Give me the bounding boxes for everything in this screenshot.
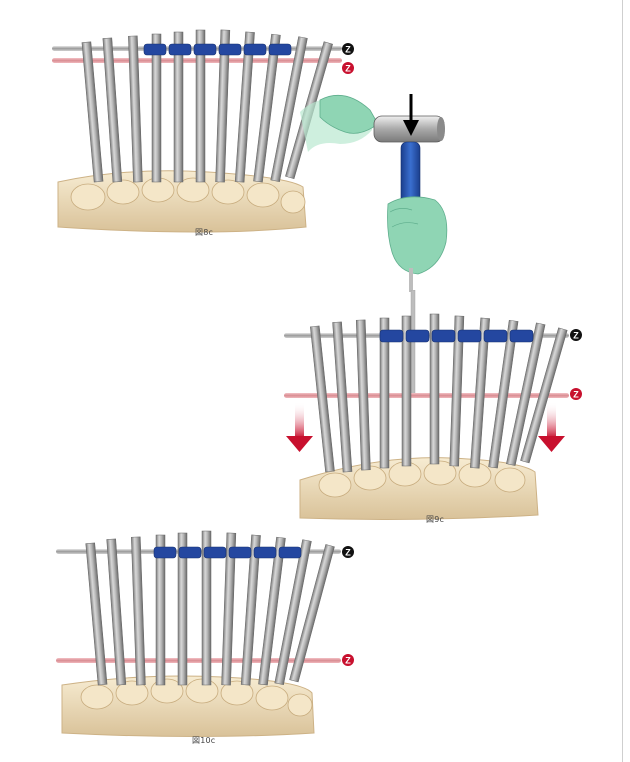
gloved-hand-icon <box>387 196 448 275</box>
clamps <box>379 329 534 343</box>
clamps <box>153 546 302 559</box>
figure-caption: 図8c <box>195 228 214 237</box>
z-marker-icon: Z Z <box>570 329 582 400</box>
clamps <box>143 43 292 56</box>
pink-rod <box>284 393 569 398</box>
marker-top-label: Z <box>573 331 579 341</box>
down-arrow-icon <box>286 402 565 452</box>
marker-top-label: Z <box>345 45 351 55</box>
marker-bottom-label: Z <box>345 64 351 74</box>
marker-bottom-label: Z <box>573 390 579 400</box>
marker-top-label: Z <box>345 548 351 558</box>
gloved-hand-icon <box>300 94 379 152</box>
spine-icon <box>299 457 539 520</box>
spine-icon <box>57 170 307 233</box>
down-arrow-icon <box>403 94 419 136</box>
figure-caption: 図9c <box>426 515 445 524</box>
figure-8c: Z Z 図8c <box>48 22 368 237</box>
marker-bottom-label: Z <box>345 656 351 666</box>
towers <box>310 313 568 473</box>
spine-icon <box>61 675 315 737</box>
towers <box>85 530 335 686</box>
z-marker-icon: Z Z <box>342 546 354 666</box>
figure-caption: 図10c <box>192 736 216 745</box>
z-marker-icon: Z Z <box>342 43 354 74</box>
mallet-illustration <box>300 82 460 292</box>
towers <box>81 29 333 183</box>
figure-10c: Z Z 図10c <box>52 525 372 750</box>
figure-9c: Z Z 図9c <box>280 290 610 530</box>
page-margin-rule <box>622 0 623 762</box>
